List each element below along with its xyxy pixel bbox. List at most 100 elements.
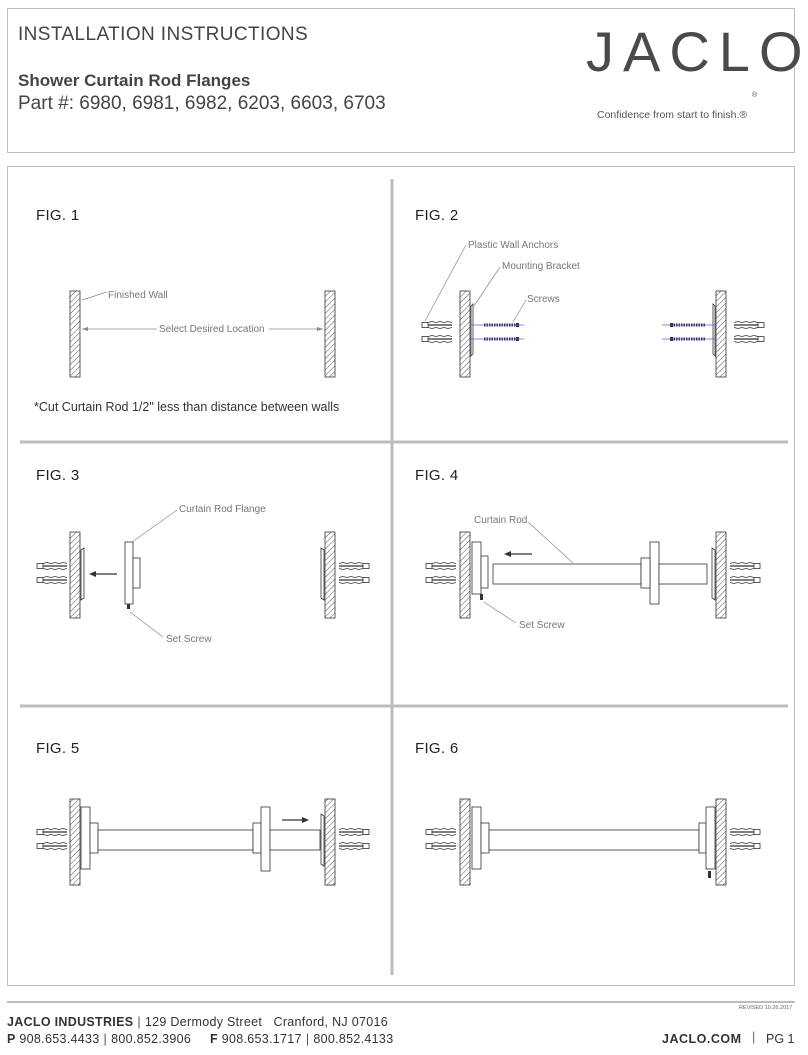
right-wall xyxy=(324,798,336,886)
left-bracket xyxy=(470,303,474,357)
grid-dividers xyxy=(20,179,788,975)
curtain-rod-flange xyxy=(124,541,134,605)
right-anchor-bottom xyxy=(730,843,760,850)
page-number: PG 1 xyxy=(766,1032,795,1046)
right-bracket xyxy=(712,303,716,357)
right-anchor-top xyxy=(730,829,760,836)
fax-number-1: 908.653.1717 xyxy=(221,1032,302,1046)
left-anchor-top xyxy=(36,561,68,571)
figure-5-panel: FIG. 5 xyxy=(19,706,391,976)
right-flange-boss xyxy=(252,822,262,854)
curtain-rod xyxy=(488,829,700,851)
left-anchor-bottom xyxy=(421,334,453,344)
left-wall xyxy=(459,290,471,378)
right-anchor-bottom xyxy=(339,843,369,850)
figure-2-panel: FIG. 2 Plastic Wall Anchors Mounting Bra… xyxy=(398,178,786,440)
figure-6-panel: FIG. 6 xyxy=(398,706,786,976)
right-flange-boss xyxy=(640,557,651,589)
right-bracket xyxy=(320,813,325,867)
right-anchor-top xyxy=(734,322,764,329)
phone-number-2: 800.852.3906 xyxy=(111,1032,192,1046)
set-screw xyxy=(708,871,711,878)
left-flange xyxy=(471,806,482,870)
figure-6-label: FIG. 6 xyxy=(415,740,459,757)
figure-1-panel: FIG. 1 Finished Wall Select Desired Loca… xyxy=(19,178,391,440)
fax-label: F xyxy=(210,1032,218,1046)
figure-2-diagram: Plastic Wall Anchors Mounting Bracket Sc… xyxy=(421,240,786,378)
right-wall xyxy=(715,290,727,378)
figure-3-diagram: Curtain Rod Flange Set Screw xyxy=(36,504,391,645)
right-wall xyxy=(324,531,336,619)
wall-anchors-callout: Plastic Wall Anchors xyxy=(468,240,558,251)
figure-grid xyxy=(7,166,795,986)
curtain-rod-callout: Curtain Rod xyxy=(474,515,527,526)
left-anchor-top xyxy=(425,827,457,837)
curtain-rod xyxy=(492,563,642,585)
right-flange xyxy=(260,806,271,872)
left-wall xyxy=(69,798,81,886)
document-title: INSTALLATION INSTRUCTIONS xyxy=(18,24,309,45)
left-wall xyxy=(69,531,81,619)
right-wall xyxy=(324,290,336,378)
figure-4-panel: FIG. 4 Curtain Rod Set Screw xyxy=(398,442,786,704)
left-flange xyxy=(471,541,482,595)
left-anchor-top xyxy=(421,320,453,330)
header-box xyxy=(7,8,795,153)
fax-number-2: 800.852.4133 xyxy=(313,1032,394,1046)
select-location-callout: Select Desired Location xyxy=(159,324,265,335)
company-name: JACLO INDUSTRIES xyxy=(7,1015,134,1029)
curtain-rod xyxy=(97,829,254,851)
figure-2-label: FIG. 2 xyxy=(415,207,459,224)
figure-5-label: FIG. 5 xyxy=(36,740,80,757)
phone-label: P xyxy=(7,1032,16,1046)
finished-wall-callout: Finished Wall xyxy=(108,290,168,301)
left-anchor-bottom xyxy=(36,575,68,585)
registered-mark: ® xyxy=(752,92,758,99)
left-anchor-top xyxy=(425,561,457,571)
left-flange xyxy=(80,806,91,870)
left-wall xyxy=(459,798,471,886)
left-flange-boss xyxy=(480,555,489,589)
set-screw-callout: Set Screw xyxy=(166,634,212,645)
part-numbers: Part #: 6980, 6981, 6982, 6203, 6603, 67… xyxy=(18,93,386,114)
figure-4-diagram: Curtain Rod Set Screw xyxy=(425,515,786,631)
left-anchor-top xyxy=(36,827,68,837)
rod-extension xyxy=(658,563,708,585)
figure-1-label: FIG. 1 xyxy=(36,207,80,224)
screws-callout: Screws xyxy=(527,294,560,305)
right-anchor-bottom xyxy=(730,577,760,584)
right-anchor-top xyxy=(730,563,760,570)
left-flange-boss xyxy=(89,822,99,854)
right-flange xyxy=(705,806,716,870)
left-wall xyxy=(69,290,81,378)
separator: | xyxy=(103,1032,108,1046)
right-wall xyxy=(715,798,727,886)
separator: | xyxy=(137,1015,141,1029)
right-anchor-top xyxy=(339,829,369,836)
footer-address-line: JACLO INDUSTRIES|129 Dermody Street Cran… xyxy=(7,1015,388,1029)
left-flange-boss xyxy=(480,822,490,854)
mounting-bracket-callout: Mounting Bracket xyxy=(502,261,580,272)
footer-rule xyxy=(7,1001,795,1003)
right-flange-boss xyxy=(698,822,707,854)
flange-boss xyxy=(132,557,141,589)
separator: | xyxy=(305,1032,310,1046)
website-link[interactable]: JACLO.COM xyxy=(662,1032,742,1046)
brand-logo: JACLO xyxy=(586,20,808,83)
figure-3-panel: FIG. 3 Curtain Rod Flange Set Screw xyxy=(19,442,391,704)
brand-tagline: Confidence from start to finish.® xyxy=(597,109,748,121)
left-wall xyxy=(459,531,471,619)
right-anchor-top xyxy=(339,563,369,570)
right-flange xyxy=(649,541,660,605)
left-anchor-bottom xyxy=(36,841,68,851)
left-anchor-bottom xyxy=(425,841,457,851)
right-anchor-bottom xyxy=(734,336,764,343)
page-separator: | xyxy=(752,1030,756,1044)
figure-6-diagram xyxy=(425,798,786,886)
cut-rod-note: *Cut Curtain Rod 1/2" less than distance… xyxy=(34,400,340,414)
left-anchor-bottom xyxy=(425,575,457,585)
rod-extension xyxy=(269,829,321,851)
figure-1-diagram: Finished Wall Select Desired Location xyxy=(69,290,336,378)
right-anchor-bottom xyxy=(339,577,369,584)
document-subtitle: Shower Curtain Rod Flanges xyxy=(18,71,251,90)
